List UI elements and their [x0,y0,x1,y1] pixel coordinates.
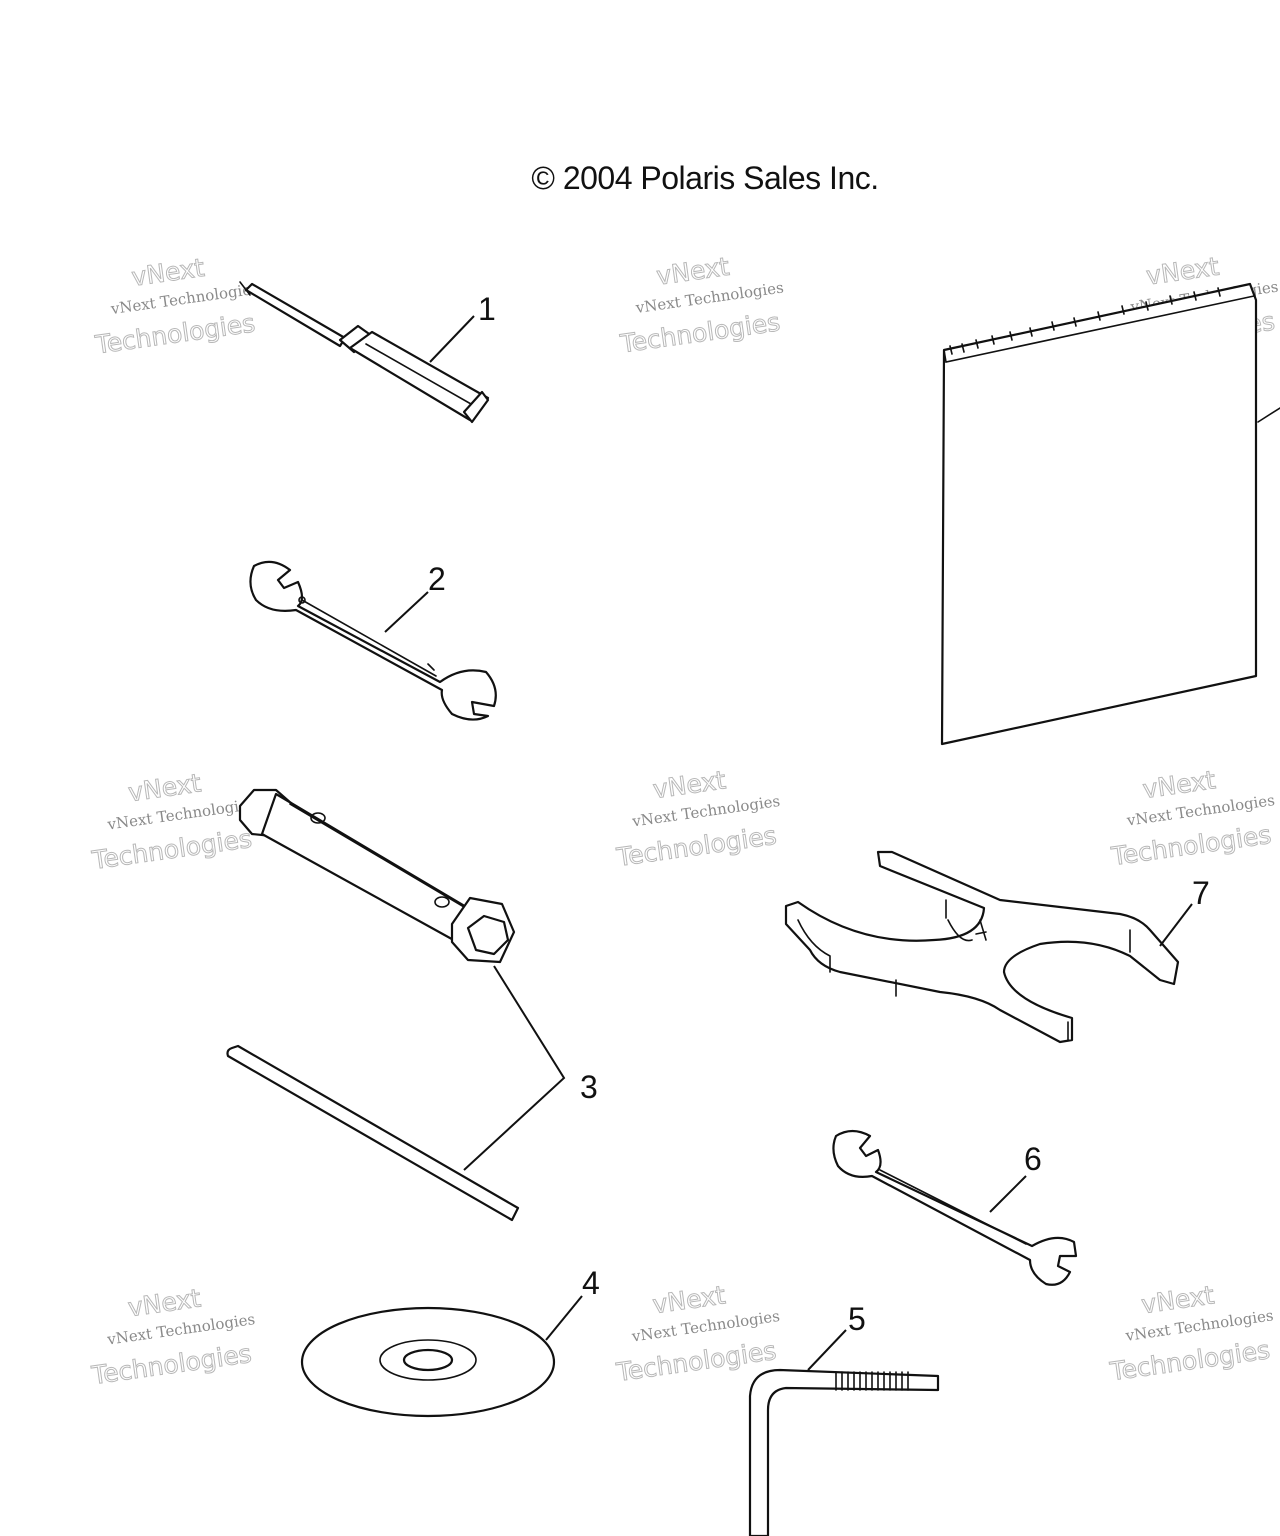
leader-line-6 [989,1175,1027,1213]
leader-line-1 [429,315,475,363]
svg-text:vNext: vNext [126,1283,203,1322]
callout-3: 3 [580,1069,598,1105]
svg-text:vNext: vNext [1141,765,1218,804]
spanner-tool-part [784,850,1180,1044]
svg-text:vNext: vNext [1144,252,1221,291]
svg-text:vNext: vNext [651,765,728,804]
watermark: vNext vNext Technologies Technologies [614,765,781,873]
manual-booklet-part [940,282,1280,746]
callout-2: 2 [428,561,446,597]
watermark: vNext vNext Technologies Technologies [89,768,256,876]
watermark: vNext vNext Technologies Technologies [617,251,784,359]
svg-text:vNext: vNext [1140,1280,1217,1319]
watermark: vNext vNext Technologies Technologies [1107,1280,1274,1387]
callout-1: 1 [478,291,496,327]
watermark: vNext vNext Technologies Technologies [89,1283,256,1391]
open-end-wrench-part [249,560,497,721]
callout-6: 6 [1024,1141,1042,1177]
svg-text:vNext: vNext [126,768,203,807]
callout-7: 7 [1192,875,1210,911]
screwdriver-part [239,281,490,424]
open-end-wrench-small-part [832,1129,1078,1286]
leader-line-5 [807,1329,847,1371]
leader-line-3 [463,965,566,1171]
callout-5: 5 [848,1301,866,1337]
svg-text:vNext: vNext [655,252,732,291]
disc-part [300,1306,556,1418]
callout-4: 4 [582,1265,600,1301]
hex-key-part [748,1368,940,1536]
leader-line-7 [1159,903,1193,947]
watermark: vNext vNext Technologies Technologies [613,1280,780,1388]
leader-line-2 [384,591,429,633]
spark-plug-socket-part [226,788,520,1222]
watermark: vNext vNext Technologies Technologies [92,252,259,360]
watermark: vNext vNext Technologies Technologies [1108,765,1275,872]
leader-line-4 [545,1295,583,1341]
svg-text:vNext: vNext [651,1280,728,1319]
svg-text:vNext: vNext [130,253,207,292]
copyright-notice: © 2004 Polaris Sales Inc. [531,160,879,196]
